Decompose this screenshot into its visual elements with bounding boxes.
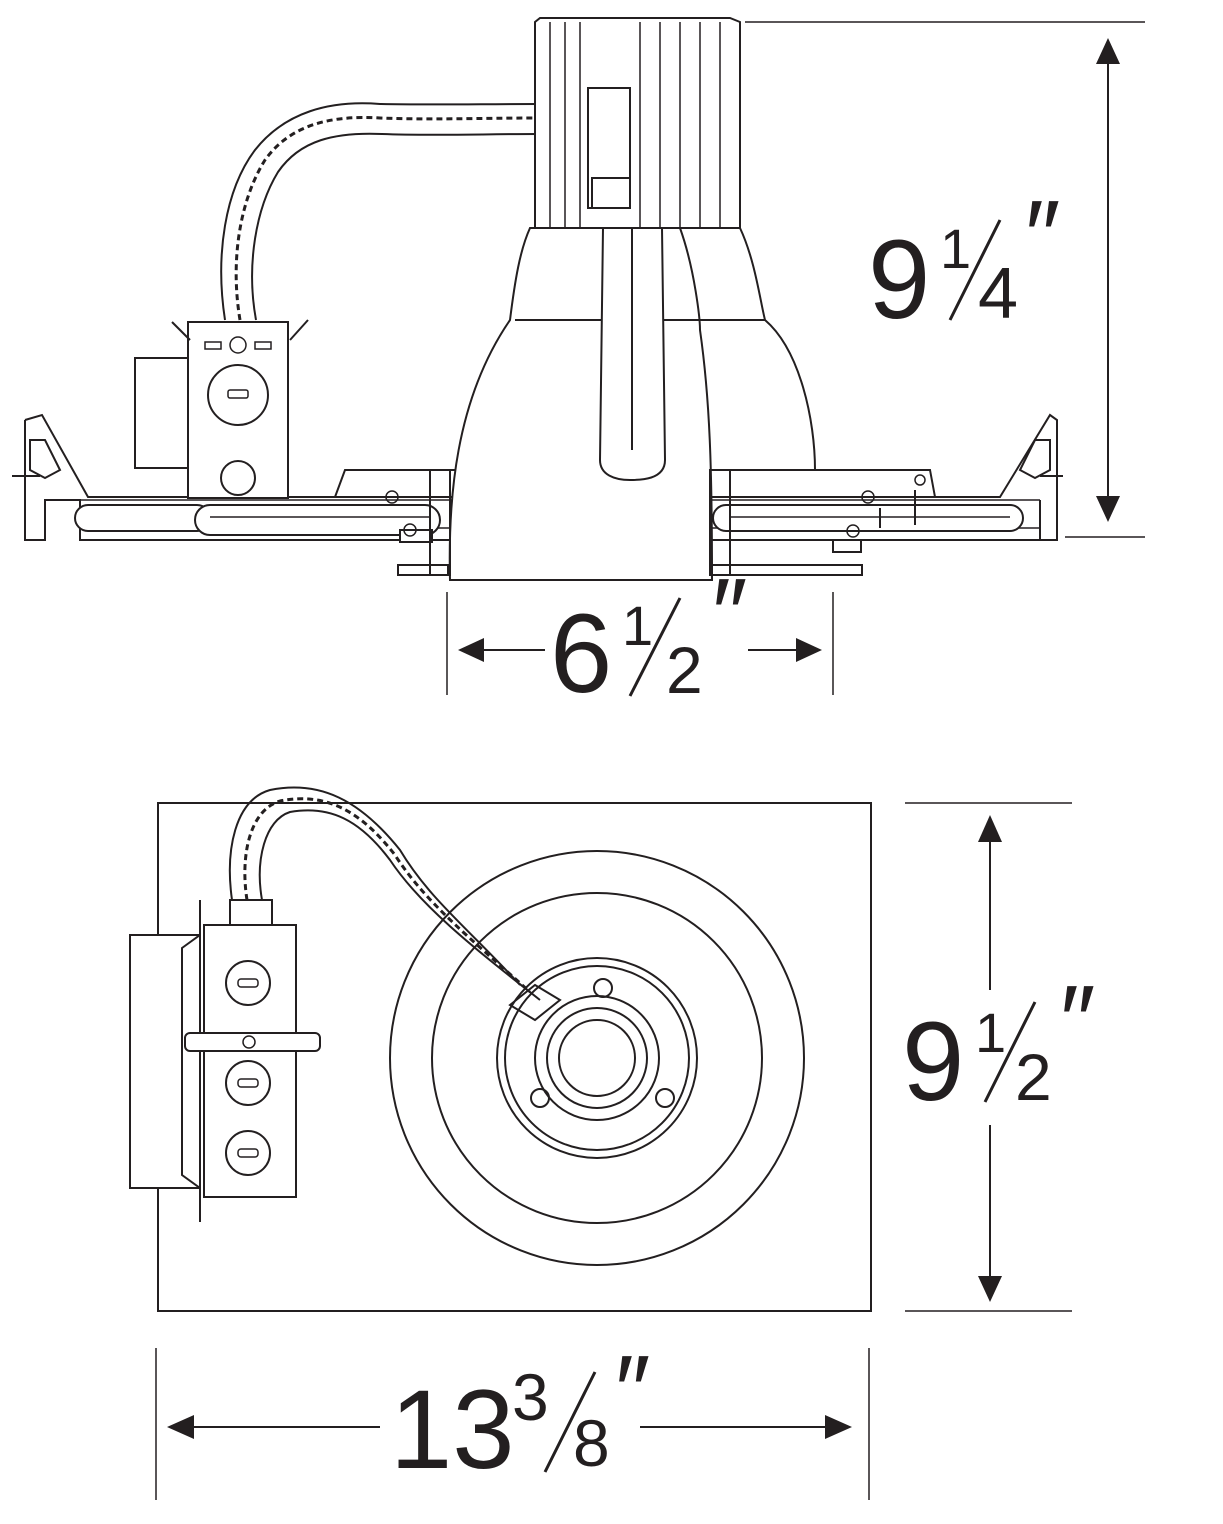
plan-flex-conduit [228, 786, 562, 1022]
arrowhead-up [978, 815, 1002, 842]
arrowhead-right [796, 638, 822, 662]
height-label: 9 1 4 ″ [868, 180, 1060, 342]
plan-depth-dimension: 9 1 2 ″ [902, 802, 1095, 1312]
aperture-label: 6 1 2 ″ [550, 558, 747, 716]
plan-view: 9 1 2 ″ 13 3 8 ″ [129, 786, 1095, 1500]
reflector-cone [397, 227, 863, 581]
aperture-whole: 6 [550, 591, 612, 716]
arrowhead-down [978, 1276, 1002, 1302]
plan-width-unit: ″ [615, 1335, 650, 1447]
height-dimension: 9 1 4 ″ [745, 21, 1145, 538]
aperture-unit: ″ [712, 558, 747, 670]
aperture-denominator: 2 [666, 633, 703, 707]
plan-depth-whole: 9 [902, 999, 964, 1124]
plan-width-numerator: 3 [512, 1360, 549, 1434]
plan-width-dimension: 13 3 8 ″ [155, 1335, 870, 1500]
aperture-numerator: 1 [622, 594, 653, 657]
height-numerator: 1 [940, 217, 971, 280]
flex-conduit [220, 102, 541, 321]
arrowhead-left [458, 638, 484, 662]
arrowhead-up [1096, 38, 1120, 64]
height-unit: ″ [1025, 180, 1060, 292]
height-denominator: 4 [978, 254, 1018, 334]
junction-box [134, 319, 309, 499]
plan-depth-denominator: 2 [1015, 1040, 1052, 1114]
plan-depth-label: 9 1 2 ″ [902, 965, 1095, 1124]
plan-width-denominator: 8 [573, 1406, 610, 1480]
plan-depth-numerator: 1 [975, 1001, 1006, 1064]
arrowhead-left [167, 1415, 194, 1439]
aperture-dimension: 6 1 2 ″ [446, 558, 834, 716]
side-elevation-view: 9 1 4 ″ 6 1 2 ″ [12, 17, 1145, 716]
arrowhead-right [825, 1415, 852, 1439]
plan-depth-unit: ″ [1060, 965, 1095, 1077]
plan-junction-box [129, 899, 321, 1222]
lamp-housing [534, 17, 741, 229]
trim-rings [389, 850, 805, 1266]
plan-width-whole: 13 [390, 1367, 515, 1492]
plan-width-label: 13 3 8 ″ [390, 1335, 650, 1492]
arrowhead-down [1096, 496, 1120, 522]
height-whole: 9 [868, 217, 930, 342]
mounting-frame [12, 413, 1063, 553]
